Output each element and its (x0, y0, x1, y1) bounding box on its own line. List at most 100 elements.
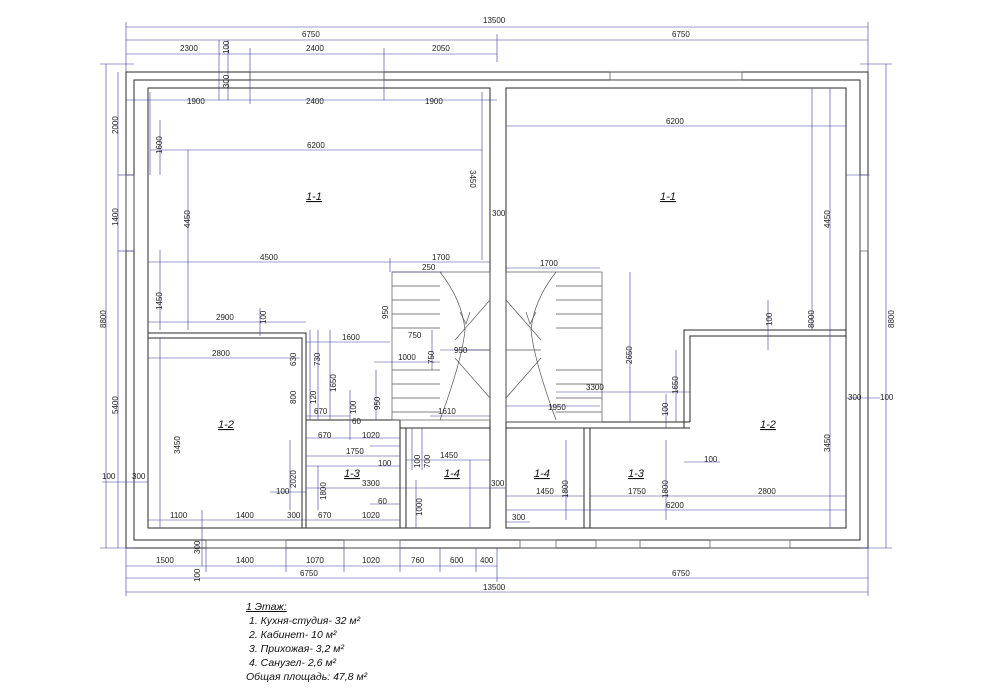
dim-8000: 8000 (807, 310, 816, 328)
dim-950-b: 950 (373, 396, 382, 410)
dim-top-row2-2: 2400 (306, 97, 324, 106)
dim-120: 120 (309, 390, 318, 404)
dim-left-100: 100 (102, 472, 116, 481)
dim-730: 730 (313, 352, 322, 366)
dim-250: 250 (422, 263, 436, 272)
dim-1800-a: 1800 (319, 482, 328, 500)
dim-1800-b: 1800 (561, 480, 570, 498)
dim-top-row2-0: 300 (222, 74, 231, 88)
dim-2800-left: 2800 (212, 349, 230, 358)
dim-left-2000: 2000 (111, 116, 120, 134)
dim-1750: 1750 (346, 447, 364, 456)
dim-top-row1-1: 100 (222, 40, 231, 54)
dim-left-8800: 8800 (99, 310, 108, 328)
dim-top-row1-0: 2300 (180, 44, 198, 53)
dim-670-c: 670 (318, 511, 332, 520)
legend-item: 2. Кабинет- 10 м² (249, 629, 337, 641)
dim-3450-right: 3450 (823, 434, 832, 452)
dim-670-b: 670 (318, 431, 332, 440)
dim-700: 700 (423, 454, 432, 468)
dim-1700-right: 1700 (540, 259, 558, 268)
dim-1450-a: 1450 (440, 451, 458, 460)
dim-100-right: 100 (880, 393, 894, 402)
dim-100-e: 100 (765, 312, 774, 326)
legend-item: 1. Кухня-студия- 32 м² (249, 615, 361, 627)
dim-1750-b: 1750 (628, 487, 646, 496)
dim-3300-b: 3300 (586, 383, 604, 392)
partitions (148, 329, 846, 528)
dim-750-v: 750 (427, 350, 436, 364)
room-label-right-1-1: 1-1 (660, 191, 676, 203)
dim-100-f: 100 (661, 402, 670, 416)
dim-100-c: 100 (378, 459, 392, 468)
dim-top-row2-1: 1900 (187, 97, 205, 106)
dim-bottom-total: 13500 (483, 583, 506, 592)
dim-top-half-left: 6750 (302, 30, 320, 39)
dim-1450: 1450 (155, 292, 164, 310)
dim-bottom-6: 400 (480, 556, 494, 565)
dim-1700-left: 1700 (432, 253, 450, 262)
dim-2900: 2900 (216, 313, 234, 322)
dim-6200-bottom: 6200 (666, 501, 684, 510)
dim-2650: 2650 (625, 346, 634, 364)
legend-title: 1 Этаж: (246, 601, 287, 613)
dim-1020-b: 1020 (362, 511, 380, 520)
dim-300-a: 300 (287, 511, 301, 520)
dim-3300-a: 3300 (362, 479, 380, 488)
dim-1450-b: 1450 (536, 487, 554, 496)
dim-1950: 1950 (548, 403, 566, 412)
interior-dimensions-right (490, 88, 880, 528)
dim-left-6200: 6200 (307, 141, 325, 150)
dim-1000: 1000 (415, 498, 424, 516)
dim-bottom-300: 300 (193, 540, 202, 554)
dim-60-a: 60 (352, 417, 361, 426)
dim-4450-left: 4450 (183, 210, 192, 228)
bottom-dimension-chain (125, 548, 869, 596)
dim-bottom-1: 1400 (236, 556, 254, 565)
dim-bottom-5: 600 (450, 556, 464, 565)
side-dimension-chains (100, 63, 892, 549)
dim-bottom-0: 1500 (156, 556, 174, 565)
interior-dimensions-left (148, 120, 490, 566)
dim-630: 630 (289, 352, 298, 366)
dim-bottom-half-right: 6750 (672, 569, 690, 578)
dim-100-h: 100 (276, 487, 290, 496)
dim-1000: 1000 (398, 353, 416, 362)
stairs-right (505, 271, 603, 423)
dim-bottom-3: 1020 (362, 556, 380, 565)
dim-300-mid: 300 (492, 209, 506, 218)
dim-100-d: 100 (413, 454, 422, 468)
dim-left-300: 300 (132, 472, 146, 481)
room-label-left-1-2: 1-2 (218, 419, 234, 431)
dim-bottom-2: 1070 (306, 556, 324, 565)
dim-300-c: 300 (848, 393, 862, 402)
dim-1650-a: 1650 (329, 374, 338, 392)
dim-top-total: 13500 (483, 16, 506, 25)
dim-1800-c: 1800 (661, 480, 670, 498)
dim-4500: 4500 (260, 253, 278, 262)
dim-1600: 1600 (155, 136, 164, 154)
dim-left-5400: 5400 (111, 396, 120, 414)
dim-1400-a: 1400 (236, 511, 254, 520)
dim-top-half-right: 6750 (672, 30, 690, 39)
dim-4450-right: 4450 (823, 210, 832, 228)
dim-top-row1-2: 2400 (306, 44, 324, 53)
room-label-left-1-3: 1-3 (344, 468, 361, 480)
dim-2020: 2020 (289, 470, 298, 488)
dim-2800-right: 2800 (758, 487, 776, 496)
dim-670-a: 670 (314, 407, 328, 416)
room-label-right-1-2: 1-2 (760, 419, 776, 431)
dim-950-a: 950 (381, 305, 390, 319)
floor-legend: 1 Этаж: 1. Кухня-студия- 32 м² 2. Кабине… (246, 600, 367, 684)
top-dimension-chain (125, 22, 869, 260)
stairs-left (391, 271, 491, 421)
room-label-right-1-3: 1-3 (628, 468, 645, 480)
room-label-left-1-4: 1-4 (444, 468, 460, 480)
dim-bottom-100: 100 (193, 568, 202, 582)
dim-750-a: 750 (408, 331, 422, 340)
outer-walls (125, 71, 869, 549)
dim-1020-a: 1020 (362, 431, 380, 440)
legend-total: Общая площадь: 47,8 м² (246, 671, 368, 683)
dim-1610: 1610 (438, 407, 456, 416)
